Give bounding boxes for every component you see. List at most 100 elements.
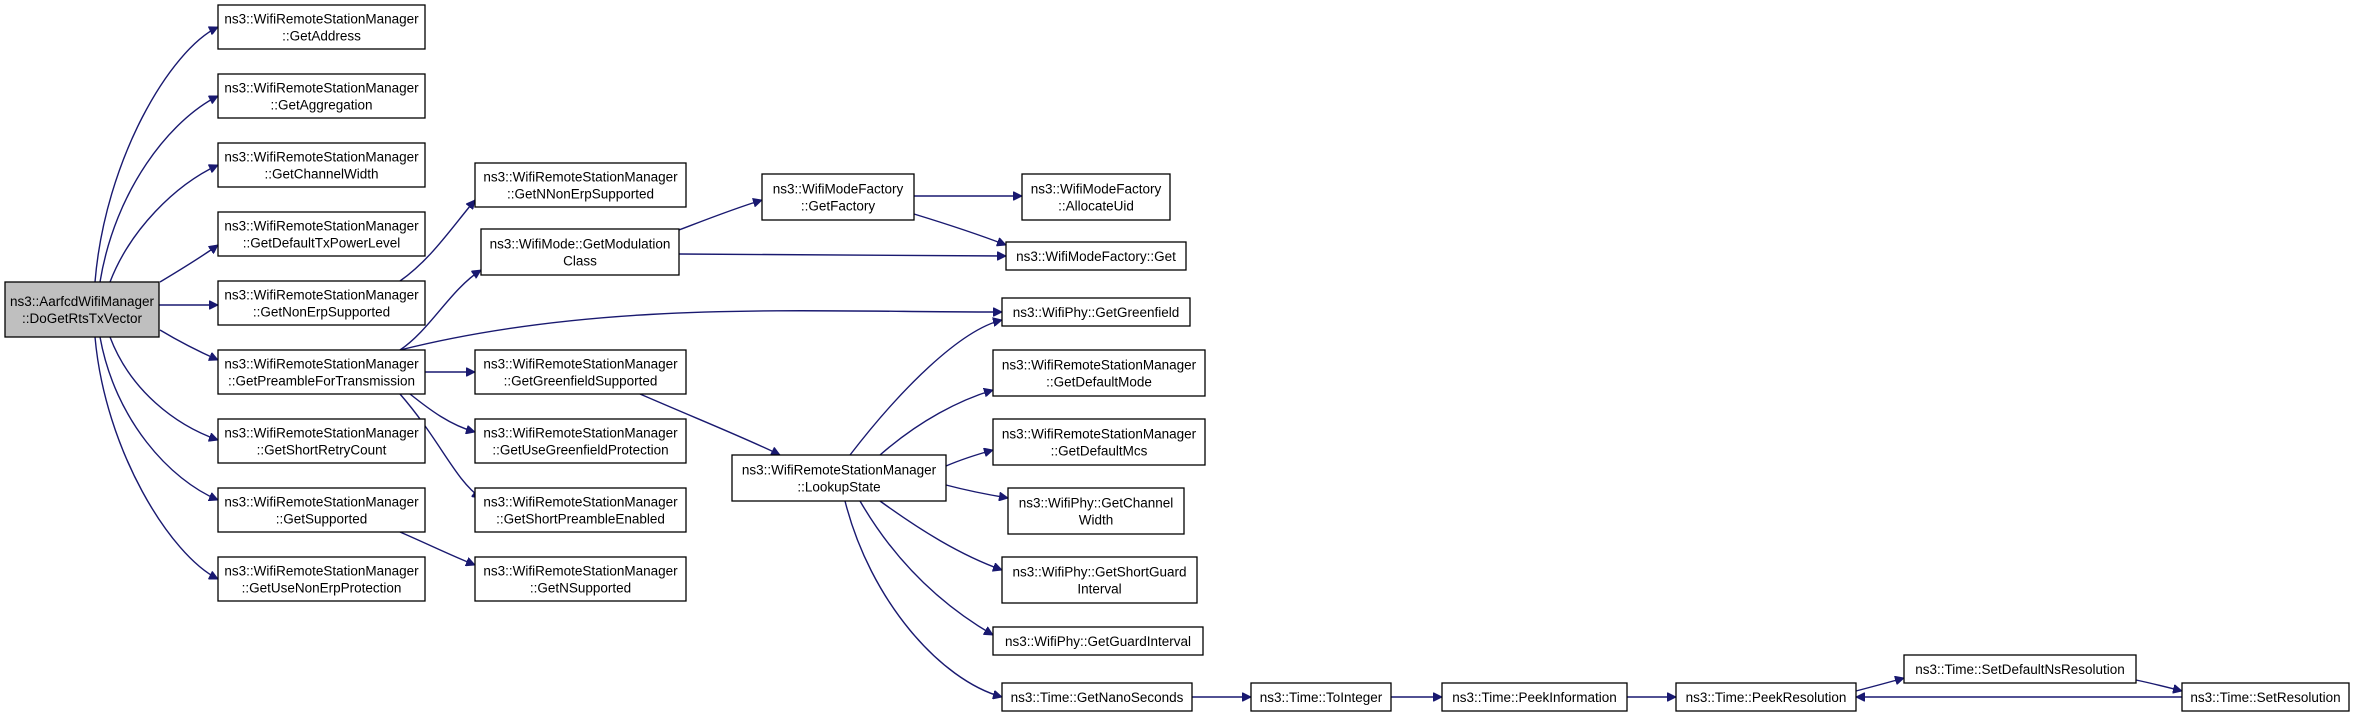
node-box-getUseGreenfieldProtection[interactable] (474, 418, 687, 464)
node-getAggregation[interactable]: ns3::WifiRemoteStationManager::GetAggreg… (217, 73, 426, 119)
node-label-phyGetChannelWidth-line-1: Width (1079, 513, 1114, 528)
node-box-peekInformation[interactable] (1441, 682, 1628, 712)
node-getChannelWidth[interactable]: ns3::WifiRemoteStationManager::GetChanne… (217, 142, 426, 188)
node-box-getGuardInterval[interactable] (992, 626, 1204, 656)
node-label-getShortRetryCount-line-1: ::GetShortRetryCount (257, 443, 387, 458)
node-getFactory[interactable]: ns3::WifiModeFactory::GetFactory (761, 173, 915, 221)
node-box-setDefaultNsResolution[interactable] (1903, 654, 2137, 684)
node-label-getUseNonErpProtection-line-0: ns3::WifiRemoteStationManager (224, 564, 419, 579)
node-root[interactable]: ns3::AarfcdWifiManager::DoGetRtsTxVector (4, 281, 160, 338)
node-getGreenfield[interactable]: ns3::WifiPhy::GetGreenfield (1001, 297, 1191, 327)
node-getUseNonErpProtection[interactable]: ns3::WifiRemoteStationManager::GetUseNon… (217, 556, 426, 602)
node-label-peekInformation-line-0: ns3::Time::PeekInformation (1452, 690, 1617, 705)
edge-root-to-getChannelWidth (109, 165, 218, 283)
edge-lookupState-to-getDefaultMcs (945, 450, 993, 467)
node-label-getDefaultMcs-line-0: ns3::WifiRemoteStationManager (1002, 427, 1197, 442)
node-box-getDefaultTxPowerLevel[interactable] (217, 211, 426, 257)
node-box-getNNonErpSupported[interactable] (474, 162, 687, 208)
node-label-getShortGuardInterval-line-0: ns3::WifiPhy::GetShortGuard (1012, 565, 1186, 580)
node-box-factoryGet[interactable] (1005, 241, 1187, 271)
node-box-getNanoSeconds[interactable] (1001, 682, 1193, 712)
edges-layer (94, 26, 2182, 697)
edge-getModulationClass-to-getFactory (678, 200, 762, 231)
node-getPreambleForTransmission[interactable]: ns3::WifiRemoteStationManager::GetPreamb… (217, 349, 426, 395)
node-getDefaultMcs[interactable]: ns3::WifiRemoteStationManager::GetDefaul… (992, 418, 1206, 466)
node-lookupState[interactable]: ns3::WifiRemoteStationManager::LookupSta… (731, 454, 947, 502)
node-box-getAggregation[interactable] (217, 73, 426, 119)
node-box-lookupState[interactable] (731, 454, 947, 502)
node-box-getDefaultMode[interactable] (992, 349, 1206, 397)
node-toInteger[interactable]: ns3::Time::ToInteger (1250, 682, 1392, 712)
edge-getPreambleForTransmission-to-getGreenfield (399, 311, 1002, 351)
node-getAddress[interactable]: ns3::WifiRemoteStationManager::GetAddres… (217, 4, 426, 50)
node-box-getChannelWidth[interactable] (217, 142, 426, 188)
node-box-getModulationClass[interactable] (480, 228, 680, 276)
node-box-setResolution[interactable] (2181, 682, 2350, 712)
node-label-getFactory-line-1: ::GetFactory (801, 199, 876, 214)
node-label-getAggregation-line-0: ns3::WifiRemoteStationManager (224, 81, 419, 96)
node-box-getAddress[interactable] (217, 4, 426, 50)
node-label-setDefaultNsResolution-line-0: ns3::Time::SetDefaultNsResolution (1915, 662, 2125, 677)
node-getShortRetryCount[interactable]: ns3::WifiRemoteStationManager::GetShortR… (217, 418, 426, 464)
node-label-getSupported-line-0: ns3::WifiRemoteStationManager (224, 495, 419, 510)
node-getSupported[interactable]: ns3::WifiRemoteStationManager::GetSuppor… (217, 487, 426, 533)
edge-getFactory-to-factoryGet (913, 213, 1006, 245)
node-label-getNanoSeconds-line-0: ns3::Time::GetNanoSeconds (1011, 690, 1184, 705)
node-box-getNSupported[interactable] (474, 556, 687, 602)
node-getDefaultTxPowerLevel[interactable]: ns3::WifiRemoteStationManager::GetDefaul… (217, 211, 426, 257)
node-label-factoryGet-line-0: ns3::WifiModeFactory::Get (1016, 249, 1176, 264)
node-getNanoSeconds[interactable]: ns3::Time::GetNanoSeconds (1001, 682, 1193, 712)
node-getShortPreambleEnabled[interactable]: ns3::WifiRemoteStationManager::GetShortP… (474, 487, 687, 533)
node-label-getNNonErpSupported-line-0: ns3::WifiRemoteStationManager (483, 170, 678, 185)
node-setResolution[interactable]: ns3::Time::SetResolution (2181, 682, 2350, 712)
node-phyGetChannelWidth[interactable]: ns3::WifiPhy::GetChannelWidth (1007, 487, 1185, 535)
node-peekInformation[interactable]: ns3::Time::PeekInformation (1441, 682, 1628, 712)
node-getGreenfieldSupported[interactable]: ns3::WifiRemoteStationManager::GetGreenf… (474, 349, 687, 395)
node-box-getDefaultMcs[interactable] (992, 418, 1206, 466)
node-label-phyGetChannelWidth-line-0: ns3::WifiPhy::GetChannel (1019, 496, 1174, 511)
node-box-getShortGuardInterval[interactable] (1001, 556, 1198, 604)
node-peekResolution[interactable]: ns3::Time::PeekResolution (1675, 682, 1857, 712)
node-box-root[interactable] (4, 281, 160, 338)
node-getDefaultMode[interactable]: ns3::WifiRemoteStationManager::GetDefaul… (992, 349, 1206, 397)
node-label-getPreambleForTransmission-line-1: ::GetPreambleForTransmission (228, 374, 415, 389)
node-box-getUseNonErpProtection[interactable] (217, 556, 426, 602)
node-label-getDefaultTxPowerLevel-line-1: ::GetDefaultTxPowerLevel (243, 236, 401, 251)
node-box-getShortPreambleEnabled[interactable] (474, 487, 687, 533)
edge-root-to-getUseNonErpProtection (94, 336, 218, 580)
edge-setDefaultNsResolution-to-setResolution (2135, 679, 2182, 691)
node-box-peekResolution[interactable] (1675, 682, 1857, 712)
node-box-phyGetChannelWidth[interactable] (1007, 487, 1185, 535)
node-label-getGreenfieldSupported-line-0: ns3::WifiRemoteStationManager (483, 357, 678, 372)
node-box-getNonErpSupported[interactable] (217, 280, 426, 326)
node-box-getGreenfield[interactable] (1001, 297, 1191, 327)
node-box-getGreenfieldSupported[interactable] (474, 349, 687, 395)
node-label-getShortRetryCount-line-0: ns3::WifiRemoteStationManager (224, 426, 419, 441)
node-label-allocateUid-line-0: ns3::WifiModeFactory (1031, 182, 1162, 197)
node-box-getSupported[interactable] (217, 487, 426, 533)
node-box-allocateUid[interactable] (1021, 173, 1171, 221)
node-label-getShortGuardInterval-line-1: Interval (1077, 582, 1121, 597)
edge-peekResolution-to-setDefaultNsResolution (1855, 678, 1904, 692)
node-setDefaultNsResolution[interactable]: ns3::Time::SetDefaultNsResolution (1903, 654, 2137, 684)
node-label-lookupState-line-1: ::LookupState (797, 480, 880, 495)
edge-getGreenfieldSupported-to-lookupState (639, 393, 780, 456)
edge-root-to-getSupported (99, 336, 218, 500)
node-box-getFactory[interactable] (761, 173, 915, 221)
node-getNNonErpSupported[interactable]: ns3::WifiRemoteStationManager::GetNNonEr… (474, 162, 687, 208)
node-label-setResolution-line-0: ns3::Time::SetResolution (2190, 690, 2340, 705)
node-getNSupported[interactable]: ns3::WifiRemoteStationManager::GetNSuppo… (474, 556, 687, 602)
node-box-toInteger[interactable] (1250, 682, 1392, 712)
node-getGuardInterval[interactable]: ns3::WifiPhy::GetGuardInterval (992, 626, 1204, 656)
node-getUseGreenfieldProtection[interactable]: ns3::WifiRemoteStationManager::GetUseGre… (474, 418, 687, 464)
node-label-getNSupported-line-0: ns3::WifiRemoteStationManager (483, 564, 678, 579)
node-factoryGet[interactable]: ns3::WifiModeFactory::Get (1005, 241, 1187, 271)
node-box-getPreambleForTransmission[interactable] (217, 349, 426, 395)
node-getNonErpSupported[interactable]: ns3::WifiRemoteStationManager::GetNonErp… (217, 280, 426, 326)
node-label-getNonErpSupported-line-1: ::GetNonErpSupported (253, 305, 390, 320)
node-box-getShortRetryCount[interactable] (217, 418, 426, 464)
node-allocateUid[interactable]: ns3::WifiModeFactory::AllocateUid (1021, 173, 1171, 221)
edge-getNonErpSupported-to-getNNonErpSupported (399, 200, 475, 282)
